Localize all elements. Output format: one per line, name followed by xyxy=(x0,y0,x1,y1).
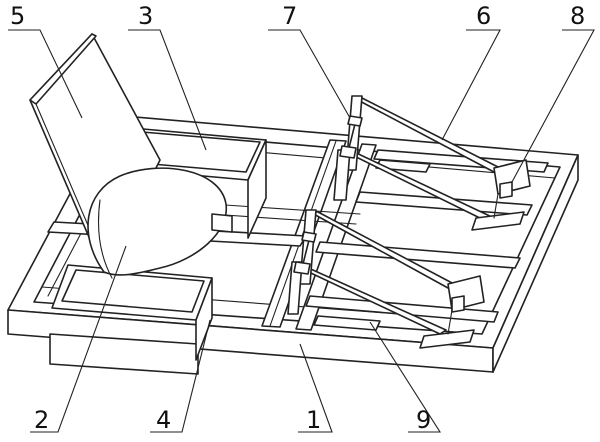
label-7: 7 xyxy=(282,2,297,30)
label-4: 4 xyxy=(156,406,171,434)
label-2: 2 xyxy=(34,406,49,434)
upper-linkage xyxy=(333,95,531,231)
label-8: 8 xyxy=(570,2,585,30)
lower-block xyxy=(49,333,199,375)
label-9: 9 xyxy=(416,406,431,434)
box-4 xyxy=(51,264,213,361)
label-5: 5 xyxy=(10,2,25,30)
label-6: 6 xyxy=(476,2,491,30)
label-1: 1 xyxy=(306,406,321,434)
part-labels: 5 3 7 6 8 2 4 1 9 xyxy=(10,2,585,434)
lower-linkage xyxy=(287,209,485,349)
label-3: 3 xyxy=(138,2,153,30)
leader-lines xyxy=(8,29,595,433)
seat-assembly xyxy=(29,33,233,279)
